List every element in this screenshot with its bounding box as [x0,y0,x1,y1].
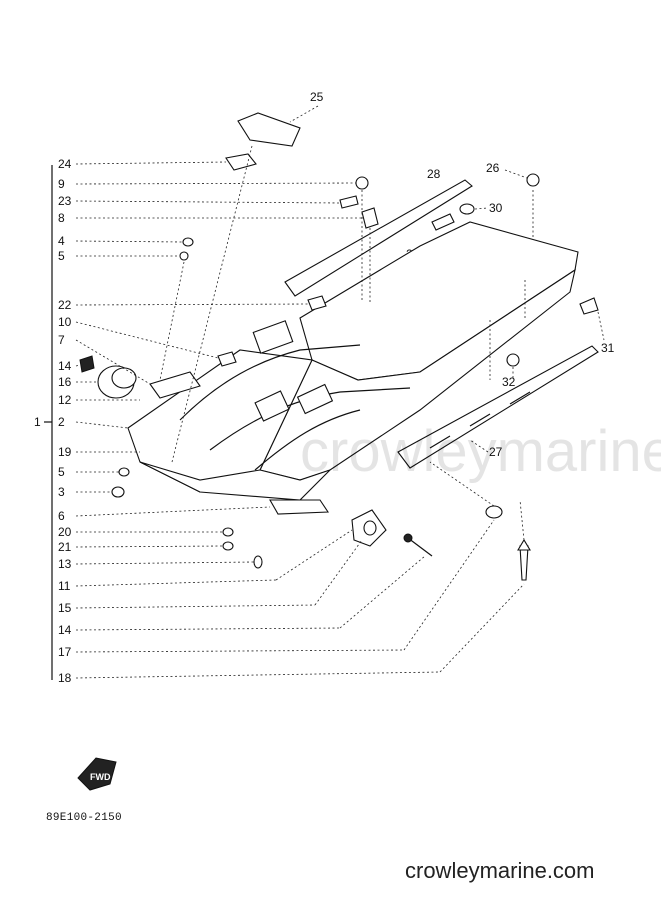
part-9-cap [355,176,369,190]
part-6-plate [269,499,330,515]
callout-26: 26 [486,161,500,175]
part-box [252,320,294,354]
callout-27: 27 [489,445,503,459]
part-25-plate [237,112,301,147]
svg-text:FWD: FWD [90,772,111,782]
part-18-pin [519,545,529,581]
part-26-cap [526,173,540,187]
callout-30: 30 [489,201,503,215]
callout-left-23: 23 [58,194,72,208]
part-14-bolt [79,355,95,373]
callout-left-14: 14 [58,359,72,373]
callout-left-14: 14 [58,623,72,637]
part-5b-washer [118,467,130,477]
site-watermark: crowleymarine.com [405,858,595,883]
callout-28: 28 [427,167,441,181]
part-20-nut [222,527,234,537]
callout-left-3: 3 [58,485,65,499]
part-8-bracket [361,207,379,229]
part-30-ring [459,203,475,215]
callout-left-10: 10 [58,315,72,329]
callout-32: 32 [502,375,516,389]
callout-left-11: 11 [58,579,71,593]
part-14b-bolt [407,537,433,557]
frame-tube-1 [179,344,361,421]
part-24-pad [225,153,257,171]
part-32-nut [506,353,520,367]
callout-left-22: 22 [58,298,72,312]
chassis-lower-rail [139,461,331,501]
callout-left-7: 7 [58,333,65,347]
callout-left-16: 16 [58,375,72,389]
part-21-washer [222,541,234,551]
part-23-spacer [339,195,359,209]
part-31-clip [579,297,599,315]
callout-31: 31 [601,341,615,355]
part-5-washer [179,251,189,261]
callout-left-17: 17 [58,645,72,659]
background-watermark: crowleymarine [300,419,661,484]
callout-25: 25 [310,90,324,104]
part-mount [254,390,290,422]
callout-left-8: 8 [58,211,65,225]
part-10-pad [217,351,237,367]
callout-left-1: 1 [34,415,41,429]
frame-tube-3 [254,409,361,471]
part-3-bushing [111,486,125,498]
fwd-mark-icon: FWD [77,757,117,791]
part-13-ring [253,555,263,569]
part-28-strip [284,179,473,297]
callout-left-19: 19 [58,445,72,459]
callout-left-2: 2 [58,415,65,429]
callout-left-24: 24 [58,157,72,171]
callout-left-12: 12 [58,393,72,407]
callout-left-5: 5 [58,249,65,263]
part-bracket [296,383,334,415]
diagram-code: 89E100-2150 [46,812,122,824]
callout-left-21: 21 [58,540,72,554]
part-17-plug [485,505,503,519]
callout-left-4: 4 [58,234,65,248]
callout-left-9: 9 [58,177,65,191]
callout-left-13: 13 [58,557,72,571]
callout-left-5: 5 [58,465,65,479]
callout-left-20: 20 [58,525,72,539]
callout-left-6: 6 [58,509,65,523]
part-7-bracket [149,371,201,399]
part-22-pad [307,295,327,311]
callout-left-18: 18 [58,671,72,685]
callout-left-15: 15 [58,601,72,615]
part-29-label [431,213,455,231]
part-4-grommet [182,237,194,247]
